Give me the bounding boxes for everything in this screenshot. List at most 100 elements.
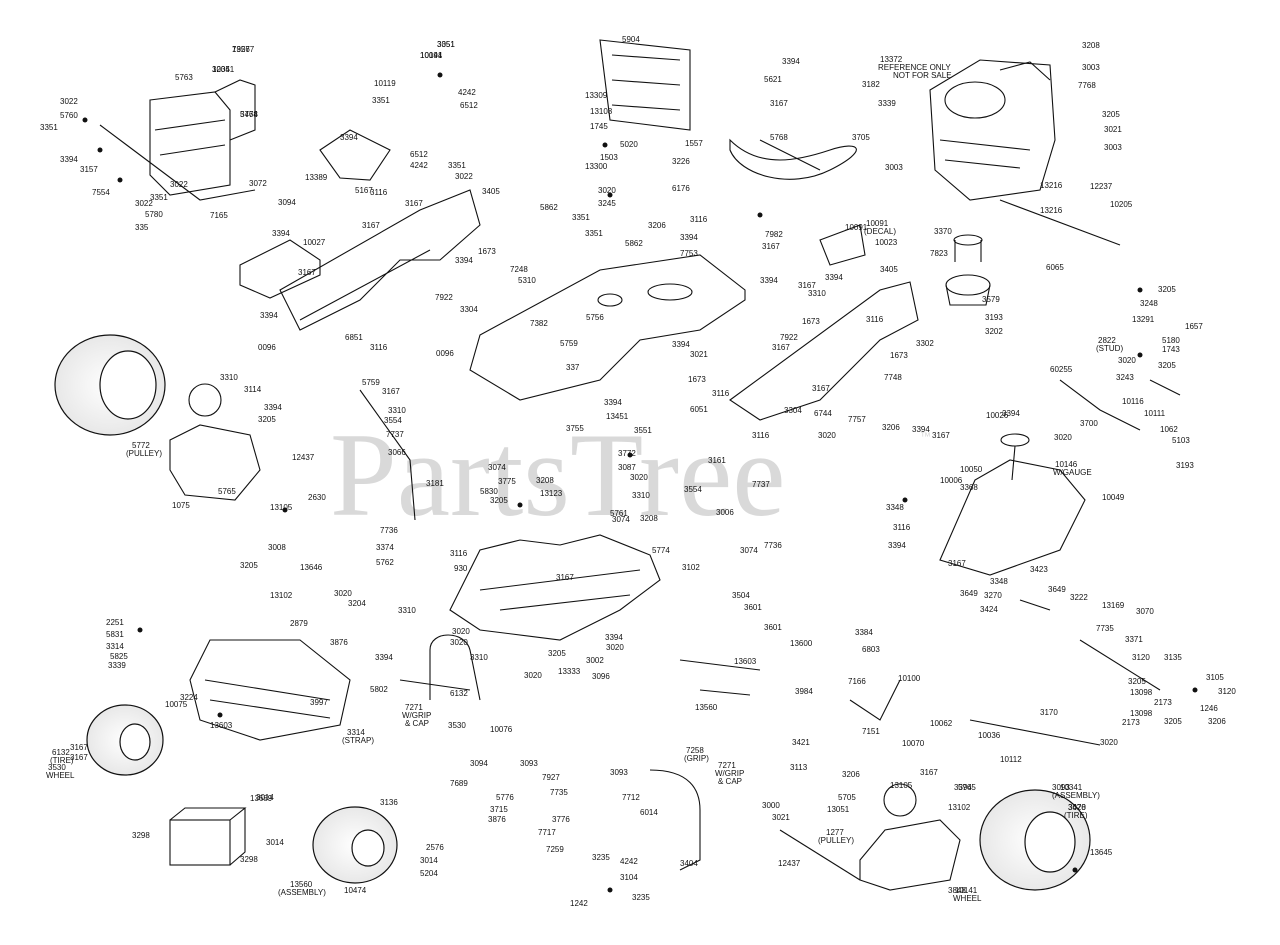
part-number-label: 3208 — [536, 476, 554, 485]
part-number-label: 10116 — [1122, 397, 1144, 406]
part-number-label: 7922 — [780, 333, 798, 342]
part-number-label: 3051 — [437, 40, 455, 49]
part-number-label: 3116 — [752, 431, 770, 440]
part-number-label: 7753 — [680, 249, 698, 258]
part-number-label: 3204 — [348, 599, 366, 608]
part-number-label: 3384 — [855, 628, 873, 637]
part-number-label: 3014 — [420, 856, 438, 865]
part-number-label: 10070 — [902, 739, 925, 748]
part-number-label: 3003 — [1082, 63, 1100, 72]
mount-plate — [214, 79, 256, 141]
part-number-label: 7736 — [380, 526, 398, 535]
part-number-label: 3351 — [585, 229, 603, 238]
part-number-label: 7712 — [622, 793, 640, 802]
part-number-label: 3314 — [106, 642, 124, 651]
part-number-label: 3423 — [1030, 565, 1048, 574]
part-number-label: 10049 — [1102, 493, 1125, 502]
part-number-label: 2251 — [106, 618, 124, 627]
part-number-label: 3116 — [866, 315, 884, 324]
part-number-label: 7927 — [542, 773, 560, 782]
part-number-label: 3167 — [812, 384, 830, 393]
part-number-label: 3310 — [388, 406, 406, 415]
part-number-label: 3715 — [490, 805, 508, 814]
part-number-label: 13291 — [1132, 315, 1155, 324]
part-number-label: 3394 — [264, 403, 282, 412]
part-number-label: 3167 — [70, 743, 88, 752]
part-number-label: 13105 — [270, 503, 293, 512]
part-number-label: 335 — [135, 223, 149, 232]
part-number-label: 10141 — [420, 51, 443, 60]
ref-label-line1: REFERENCE ONLY — [878, 63, 951, 72]
part-number-label: 3243 — [1116, 373, 1134, 382]
part-number-label: 5862 — [540, 203, 558, 212]
part-number-label: 3020 — [598, 186, 616, 195]
part-number-label: 13300 — [585, 162, 608, 171]
part-number-label: 3554 — [684, 485, 702, 494]
part-number-label: 3298 — [132, 831, 150, 840]
grip2-label-text2: & CAP — [718, 777, 742, 786]
part-number-label: 3167 — [362, 221, 380, 230]
pulley-label-num: 5772 — [132, 441, 150, 450]
pulley — [953, 234, 983, 246]
part-number-label: 3020 — [1068, 803, 1086, 812]
part-number-label: 1743 — [1162, 345, 1180, 354]
part-number-label: 5764 — [240, 110, 258, 119]
part-number-label: 3205 — [548, 649, 566, 658]
part-number-label: 13098 — [1130, 688, 1153, 697]
part-number-label: 3206 — [648, 221, 666, 230]
part-number-label: 3984 — [795, 687, 813, 696]
assembly-right-label-text: (ASSEMBLY) — [1052, 791, 1100, 800]
lower-frame — [449, 534, 661, 641]
part-number-label: 3394 — [954, 783, 972, 792]
part-number-label: 3248 — [1140, 299, 1158, 308]
part-number-label: 3370 — [934, 227, 952, 236]
decal-label-text: (DECAL) — [864, 227, 896, 236]
part-number-label: 3066 — [388, 448, 406, 457]
part-number-label: 3394 — [60, 155, 78, 164]
part-number-label: 60255 — [1050, 365, 1073, 374]
part-number-label: 7717 — [538, 828, 556, 837]
part-number-label: 5768 — [770, 133, 788, 142]
part-number-label: 3205 — [212, 65, 230, 74]
part-number-label: 3167 — [920, 768, 938, 777]
part-number-label: 3167 — [405, 199, 423, 208]
part-number-label: 13389 — [305, 173, 328, 182]
part-number-label: 3170 — [1040, 708, 1058, 717]
part-number-label: 3848 — [948, 886, 966, 895]
part-number-label: 3020 — [452, 627, 470, 636]
part-number-label: 3120 — [1132, 653, 1150, 662]
part-number-label: 3394 — [375, 653, 393, 662]
part-number-label: 3310 — [470, 653, 488, 662]
part-number-label: 6744 — [814, 409, 832, 418]
part-number-label: 7823 — [930, 249, 948, 258]
part-number-label: 3182 — [862, 80, 880, 89]
part-number-label: 13560 — [695, 703, 718, 712]
part-number-label: 3096 — [592, 672, 610, 681]
part-number-label: 12437 — [292, 453, 315, 462]
part-number-label: 13216 — [1040, 206, 1063, 215]
part-number-labels: 7927335110094320557645763302257603351339… — [40, 35, 1236, 908]
part-number-label: 3020 — [524, 671, 542, 680]
part-number-label: 7259 — [546, 845, 564, 854]
part-number-label: 3022 — [455, 172, 473, 181]
tire-left-label-num: 6132 — [52, 748, 70, 757]
part-number-label: 10112 — [1000, 755, 1022, 764]
part-number-label: 3394 — [672, 340, 690, 349]
part-number-label: 3020 — [1100, 738, 1118, 747]
grip-label-text1: W/GRIP — [402, 711, 431, 720]
part-number-label: 5831 — [106, 630, 124, 639]
part-number-label: 3167 — [556, 573, 574, 582]
part-number-label: 7248 — [510, 265, 528, 274]
wheel-right-label-text: WHEEL — [953, 894, 982, 903]
frame-rail-left — [279, 189, 481, 331]
transaxle-left — [169, 424, 261, 501]
part-number-label: 3551 — [634, 426, 652, 435]
part-number-label: 7737 — [386, 430, 404, 439]
part-number-label: 2630 — [308, 493, 326, 502]
grip2-label-num: 7271 — [718, 761, 736, 770]
part-number-label: 2173 — [1154, 698, 1172, 707]
part-number-label: 10111 — [1144, 409, 1166, 418]
part-number-label: 3351 — [40, 123, 58, 132]
part-number-label: 3022 — [170, 180, 188, 189]
part-number-label: 7927 — [232, 45, 250, 54]
